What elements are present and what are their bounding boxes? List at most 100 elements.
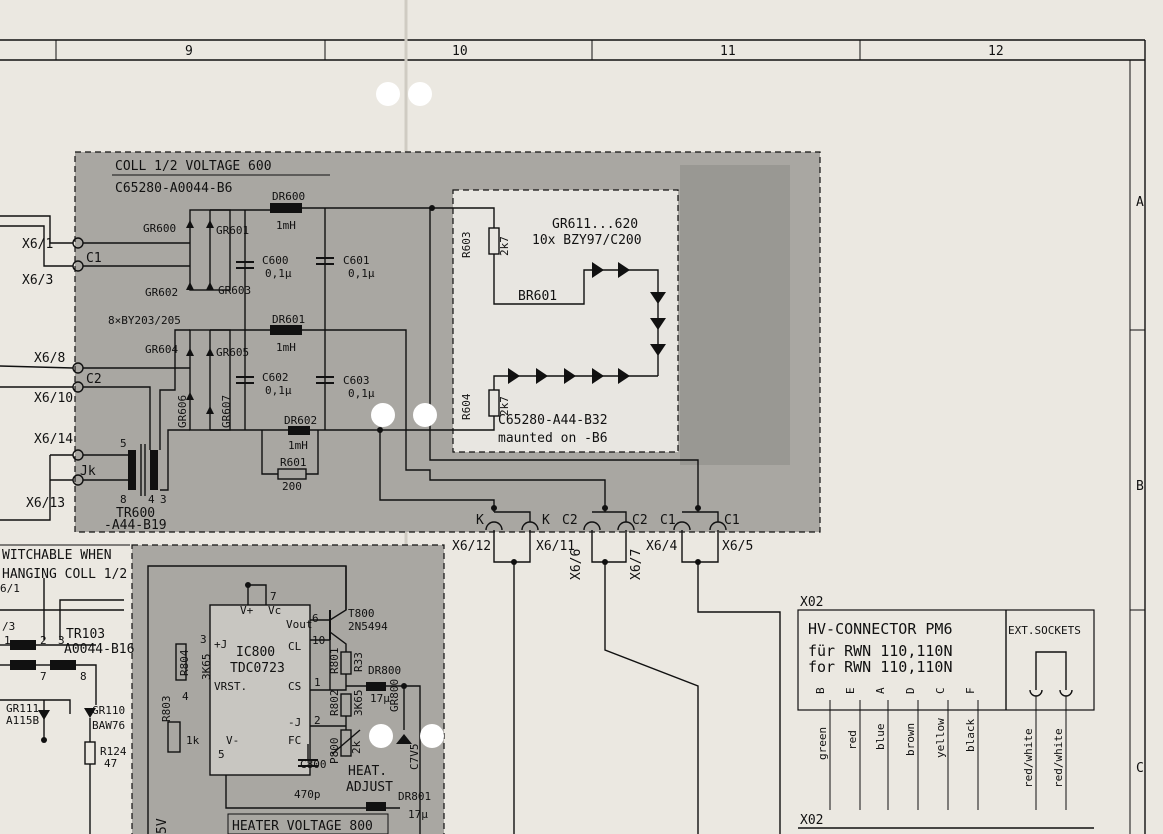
ic-pin-minusj: -J	[288, 716, 301, 729]
cap-c601-ref: C601	[343, 254, 370, 267]
grid-col-11: 11	[720, 44, 736, 59]
ext-wire-1: red/white	[1022, 728, 1035, 788]
cap-c603-ref: C603	[343, 374, 370, 387]
choke-left-2	[10, 660, 36, 670]
tr600-ref: TR600	[116, 506, 155, 521]
resistor-r804-value: 3K65	[200, 654, 213, 681]
diode-gr110-ref: GR110	[92, 704, 125, 717]
diode-gr602: GR602	[145, 286, 178, 299]
grid-row-a: A	[1136, 195, 1144, 210]
choke-dr801-value: 17μ	[408, 808, 428, 821]
transformer-tr600	[128, 329, 190, 496]
ic-pin-7: 7	[270, 590, 277, 603]
choke-dr602	[288, 426, 310, 435]
resistor-r603-ref: R603	[460, 232, 473, 259]
punch-hole	[413, 403, 437, 427]
bridge-br601: BR601	[518, 289, 557, 304]
choke-dr600-ref: DR600	[272, 190, 305, 203]
diode-gr606: GR606	[176, 395, 189, 428]
choke-dr602-ref: DR602	[284, 414, 317, 427]
resistor-r604-ref: R604	[460, 393, 473, 420]
zener-gr800-ref: GR800	[388, 679, 401, 712]
ic-pin-cs: CS	[288, 680, 301, 693]
choke-dr600-value: 1mH	[276, 219, 296, 232]
zener-range: GR611...620	[552, 217, 638, 232]
diode-gr601: GR601	[216, 224, 249, 237]
ic800	[209, 604, 311, 776]
resistor-r804	[175, 643, 187, 681]
heater-5v: 5V	[155, 818, 170, 834]
cap-c601-value: 0,1μ	[348, 267, 375, 280]
pot-p800	[340, 729, 352, 757]
pin-c: C	[934, 687, 947, 694]
wire-red: red	[846, 730, 859, 750]
cap-c603-value: 0,1μ	[348, 387, 375, 400]
ic-pin-3: 3	[200, 633, 207, 646]
left-panel: WITCHABLE WHEN HANGING COLL 1/2 6/1 /3 1…	[0, 544, 134, 834]
punch-hole	[369, 724, 393, 748]
hv-connector-for-2: for RWN 110,110N	[808, 658, 953, 676]
resistor-r601-ref: R601	[280, 456, 307, 469]
input-x6-13: X6/13	[26, 496, 65, 511]
hv-connector-ref: X02	[800, 595, 823, 610]
heat-adjust-1: HEAT.	[348, 764, 387, 779]
connector-x6-7: X6/7	[629, 549, 644, 580]
resistor-r124-value: 47	[104, 757, 117, 770]
punch-hole	[408, 82, 432, 106]
choke-left-1	[10, 640, 36, 650]
diode-gr605: GR605	[216, 346, 249, 359]
hv-connector-title: HV-CONNECTOR PM6	[808, 620, 953, 638]
pin-f: F	[964, 687, 977, 694]
connector-top-k2: K	[542, 513, 550, 528]
input-connectors	[0, 215, 190, 521]
heat-adjust-2: ADJUST	[346, 780, 393, 795]
resistor-r802-value: 3K65	[352, 690, 365, 717]
choke-dr602-value: 1mH	[288, 439, 308, 452]
output-connectors	[485, 511, 727, 565]
choke-dr800-value: 17μ	[370, 692, 390, 705]
cap-c800-ref: C800	[300, 758, 327, 771]
heater-title: HEATER VOLTAGE 800	[232, 819, 373, 834]
ic-pin-fc: FC	[288, 734, 301, 747]
input-x6-3: X6/3	[22, 273, 53, 288]
resistor-r601-value: 200	[282, 480, 302, 493]
left-label-1: 1	[4, 634, 11, 647]
cap-c600-ref: C600	[262, 254, 289, 267]
left-label-7: 7	[40, 670, 47, 683]
pin-e: E	[844, 687, 857, 694]
diode-note: 8×BY203/205	[108, 314, 181, 327]
connector-top-k1: K	[476, 513, 484, 528]
resistor-r801-value: R33	[352, 652, 365, 672]
coll-board: COLL 1/2 VOLTAGE 600 C65280-A0044-B6 GR6…	[0, 151, 821, 533]
ext-sockets-label: EXT.SOCKETS	[1008, 624, 1081, 637]
connector-x6-12: X6/12	[452, 539, 491, 554]
connector-x6-4: X6/4	[646, 539, 677, 554]
transistor-t800-type: 2N5494	[348, 620, 388, 633]
connector-top-c2b: C2	[632, 513, 648, 528]
resistor-r801-ref: R801	[328, 648, 341, 675]
coll-board-part: C65280-A0044-B6	[115, 181, 232, 196]
hv-connector-x02: X02 HV-CONNECTOR PM6 für RWN 110,110N fo…	[797, 595, 1095, 829]
tr600-part: -A44-B19	[104, 518, 167, 533]
grid-col-12: 12	[988, 44, 1004, 59]
ic800-type: TDC0723	[230, 661, 285, 676]
resistor-r804-ref: R804	[178, 649, 191, 676]
input-jk: Jk	[80, 464, 96, 479]
punch-hole	[376, 82, 400, 106]
pin-b: B	[814, 687, 827, 694]
ic-pin-vrst: VRST.	[214, 680, 247, 693]
transistor-t800-ref: T800	[348, 607, 375, 620]
ic-pin-vc: Vc	[268, 604, 281, 617]
tr600-pin-5: 5	[120, 437, 127, 450]
cap-c600-value: 0,1μ	[265, 267, 292, 280]
coll-board-title: COLL 1/2 VOLTAGE 600	[115, 159, 272, 174]
hv-connector-for-1: für RWN 110,110N	[808, 642, 953, 660]
zener-board-mounted: maunted on -B6	[498, 431, 608, 446]
pin-d: D	[904, 687, 917, 694]
tr600-pin-8: 8	[120, 493, 127, 506]
input-c2: C2	[86, 372, 102, 387]
left-label-3: /3	[2, 620, 15, 633]
grid-row-b: B	[1136, 479, 1144, 494]
connector-top-c1b: C1	[724, 513, 740, 528]
